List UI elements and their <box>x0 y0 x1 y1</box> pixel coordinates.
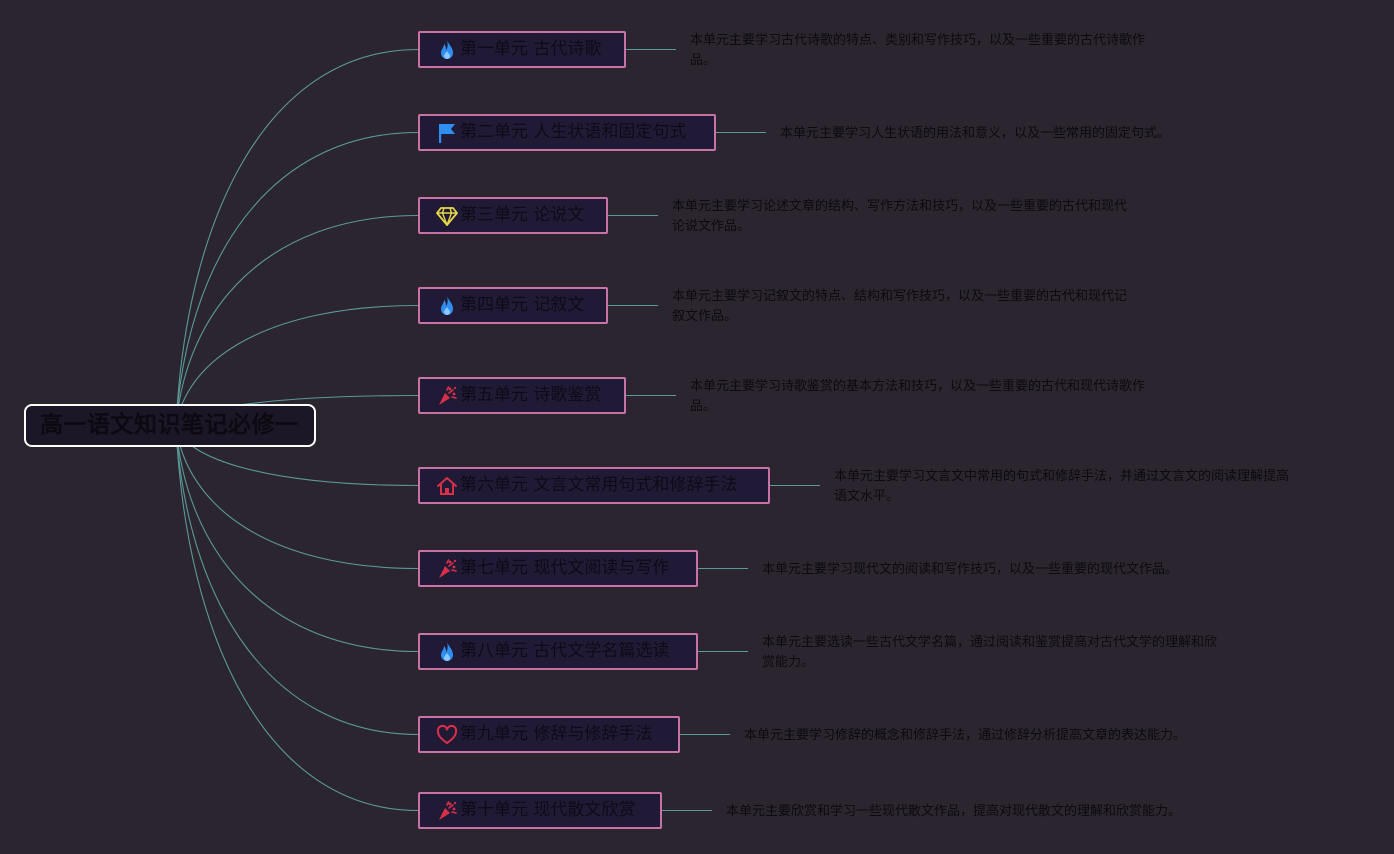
fire-icon <box>436 641 458 663</box>
topic-node[interactable]: 第二单元 人生状语和固定句式 <box>418 114 716 151</box>
topic-node[interactable]: 第三单元 论说文 <box>418 197 608 234</box>
root-to-topic-link <box>175 48 419 427</box>
home-icon <box>436 475 458 497</box>
note-line: 本单元主要选读一些古代文学名篇，通过阅读和鉴赏提高对古代文学的理解和欣 <box>762 635 1218 650</box>
topic-label: 第一单元 古代诗歌 <box>460 39 602 59</box>
topic-note: 本单元主要学习论述文章的结构、写作方法和技巧，以及一些重要的古代和现代论说文作品… <box>672 197 1127 237</box>
party-popper-icon <box>436 385 458 407</box>
topic-label: 第二单元 人生状语和固定句式 <box>460 122 687 142</box>
topic-label: 第六单元 文言文常用句式和修辞手法 <box>460 475 738 495</box>
note-line: 赏能力。 <box>762 655 815 670</box>
note-line: 本单元主要学习诗歌鉴赏的基本方法和技巧，以及一些重要的古代和现代诗歌作 <box>690 379 1146 394</box>
topic-label: 第七单元 现代文阅读与写作 <box>460 558 670 578</box>
topic-note: 本单元主要学习现代文的阅读和写作技巧，以及一些重要的现代文作品。 <box>762 560 1178 580</box>
root-to-topic-link <box>175 304 419 427</box>
party-popper-icon <box>436 800 458 822</box>
note-line: 品。 <box>690 53 717 68</box>
topic-node[interactable]: 第八单元 古代文学名篇选读 <box>418 633 698 670</box>
root-to-topic-link <box>175 425 419 570</box>
topic-label: 第五单元 诗歌鉴赏 <box>460 385 602 405</box>
flag-icon <box>436 122 458 144</box>
topic-note: 本单元主要学习记叙文的特点、结构和写作技巧，以及一些重要的古代和现代记叙文作品。 <box>672 287 1127 327</box>
root-to-topic-link <box>175 131 419 427</box>
fire-icon <box>436 39 458 61</box>
topic-note: 本单元主要学习诗歌鉴赏的基本方法和技巧，以及一些重要的古代和现代诗歌作品。 <box>690 377 1145 417</box>
topic-label: 第三单元 论说文 <box>460 205 585 225</box>
root-to-topic-link <box>175 425 419 736</box>
topic-note: 本单元主要学习人生状语的用法和意义，以及一些常用的固定句式。 <box>780 124 1170 144</box>
topic-node[interactable]: 第一单元 古代诗歌 <box>418 31 626 68</box>
topic-node[interactable]: 第七单元 现代文阅读与写作 <box>418 550 698 587</box>
root-topic-label: 高一语文知识笔记必修一 <box>40 412 299 438</box>
note-line: 叙文作品。 <box>672 309 738 324</box>
topic-node[interactable]: 第六单元 文言文常用句式和修辞手法 <box>418 467 770 504</box>
topic-note: 本单元主要学习文言文中常用的句式和修辞手法，并通过文言文的阅读理解提高语文水平。 <box>834 467 1289 507</box>
party-popper-icon <box>436 558 458 580</box>
topic-node[interactable]: 第十单元 现代散文欣赏 <box>418 792 662 829</box>
note-line: 本单元主要学习论述文章的结构、写作方法和技巧，以及一些重要的古代和现代 <box>672 199 1128 214</box>
note-line: 本单元主要学习现代文的阅读和写作技巧，以及一些重要的现代文作品。 <box>762 562 1179 577</box>
topic-node[interactable]: 第九单元 修辞与修辞手法 <box>418 716 680 753</box>
note-line: 语文水平。 <box>834 489 900 504</box>
topic-note: 本单元主要选读一些古代文学名篇，通过阅读和鉴赏提高对古代文学的理解和欣赏能力。 <box>762 633 1217 673</box>
topic-label: 第四单元 记叙文 <box>460 295 585 315</box>
topic-label: 第十单元 现代散文欣赏 <box>460 800 636 820</box>
root-to-topic-link <box>175 425 419 653</box>
topic-note: 本单元主要欣赏和学习一些现代散文作品，提高对现代散文的理解和欣赏能力。 <box>726 802 1181 822</box>
note-line: 论说文作品。 <box>672 219 751 234</box>
note-line: 品。 <box>690 399 717 414</box>
root-to-topic-link <box>175 214 419 427</box>
note-line: 本单元主要学习人生状语的用法和意义，以及一些常用的固定句式。 <box>780 126 1171 141</box>
root-topic[interactable]: 高一语文知识笔记必修一 <box>24 404 316 447</box>
topic-label: 第八单元 古代文学名篇选读 <box>460 641 670 661</box>
note-line: 本单元主要学习文言文中常用的句式和修辞手法，并通过文言文的阅读理解提高 <box>834 469 1290 484</box>
topic-node[interactable]: 第四单元 记叙文 <box>418 287 608 324</box>
note-line: 本单元主要欣赏和学习一些现代散文作品，提高对现代散文的理解和欣赏能力。 <box>726 804 1182 819</box>
diamond-icon <box>436 205 458 227</box>
note-line: 本单元主要学习古代诗歌的特点、类别和写作技巧，以及一些重要的古代诗歌作 <box>690 33 1146 48</box>
topic-label: 第九单元 修辞与修辞手法 <box>460 724 653 744</box>
fire-icon <box>436 295 458 317</box>
note-line: 本单元主要学习修辞的概念和修辞手法，通过修辞分析提高文章的表达能力。 <box>744 728 1187 743</box>
root-to-topic-link <box>175 425 419 812</box>
note-line: 本单元主要学习记叙文的特点、结构和写作技巧，以及一些重要的古代和现代记 <box>672 289 1128 304</box>
heart-icon <box>436 724 458 746</box>
topic-note: 本单元主要学习修辞的概念和修辞手法，通过修辞分析提高文章的表达能力。 <box>744 726 1186 746</box>
topic-note: 本单元主要学习古代诗歌的特点、类别和写作技巧，以及一些重要的古代诗歌作品。 <box>690 31 1145 71</box>
topic-node[interactable]: 第五单元 诗歌鉴赏 <box>418 377 626 414</box>
